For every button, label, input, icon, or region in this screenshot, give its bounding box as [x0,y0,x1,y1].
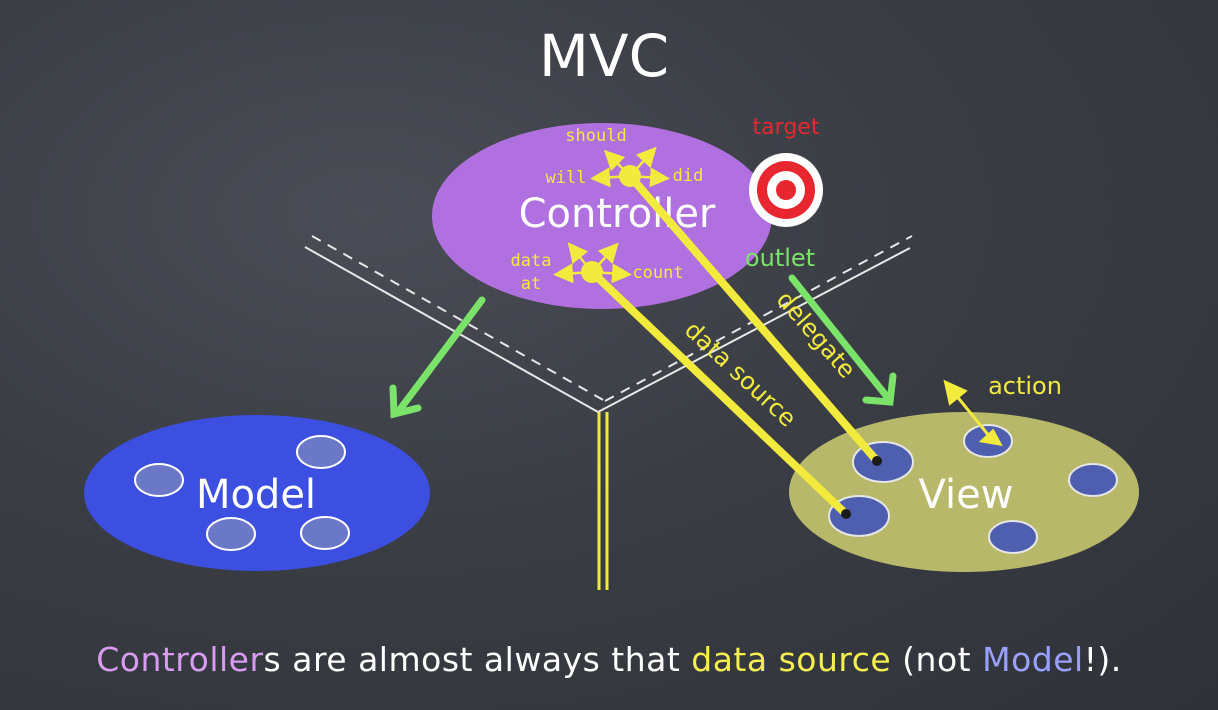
target-icon [749,153,823,227]
caption-text-2: (not [891,640,983,679]
caption-model: Model [982,640,1084,679]
caption-controller: Controller [96,640,264,679]
slide-title: MVC [539,22,669,90]
caption-text-1: s are almost always that [263,640,692,679]
hook-count: count [632,263,683,283]
caption: Controllers are almost always that data … [0,640,1218,679]
target-label: target [753,115,820,140]
double-yellow-line [597,412,609,590]
hook-should: should [565,126,626,146]
action-arrow [943,379,1003,446]
hook-data: data [511,251,552,271]
data-source-line [588,268,851,519]
caption-data-source: data source [691,640,892,679]
delegate-line [626,172,882,466]
action-label: action [988,372,1062,400]
model-instances [134,435,350,551]
hook-at: at [521,274,541,294]
hook-will: will [546,168,587,188]
outlet-arrow [788,274,897,406]
controller-ellipse [432,123,772,309]
controller-label: Controller [519,191,716,237]
view-label: View [919,472,1014,518]
lane-divider [304,235,913,413]
outlet-label: outlet [745,244,815,272]
delegate-label: delegate [771,286,861,384]
model-label: Model [196,472,316,518]
controller-to-model-arrow [389,296,486,419]
caption-text-3: !). [1083,640,1122,679]
hook-did: did [673,166,704,186]
